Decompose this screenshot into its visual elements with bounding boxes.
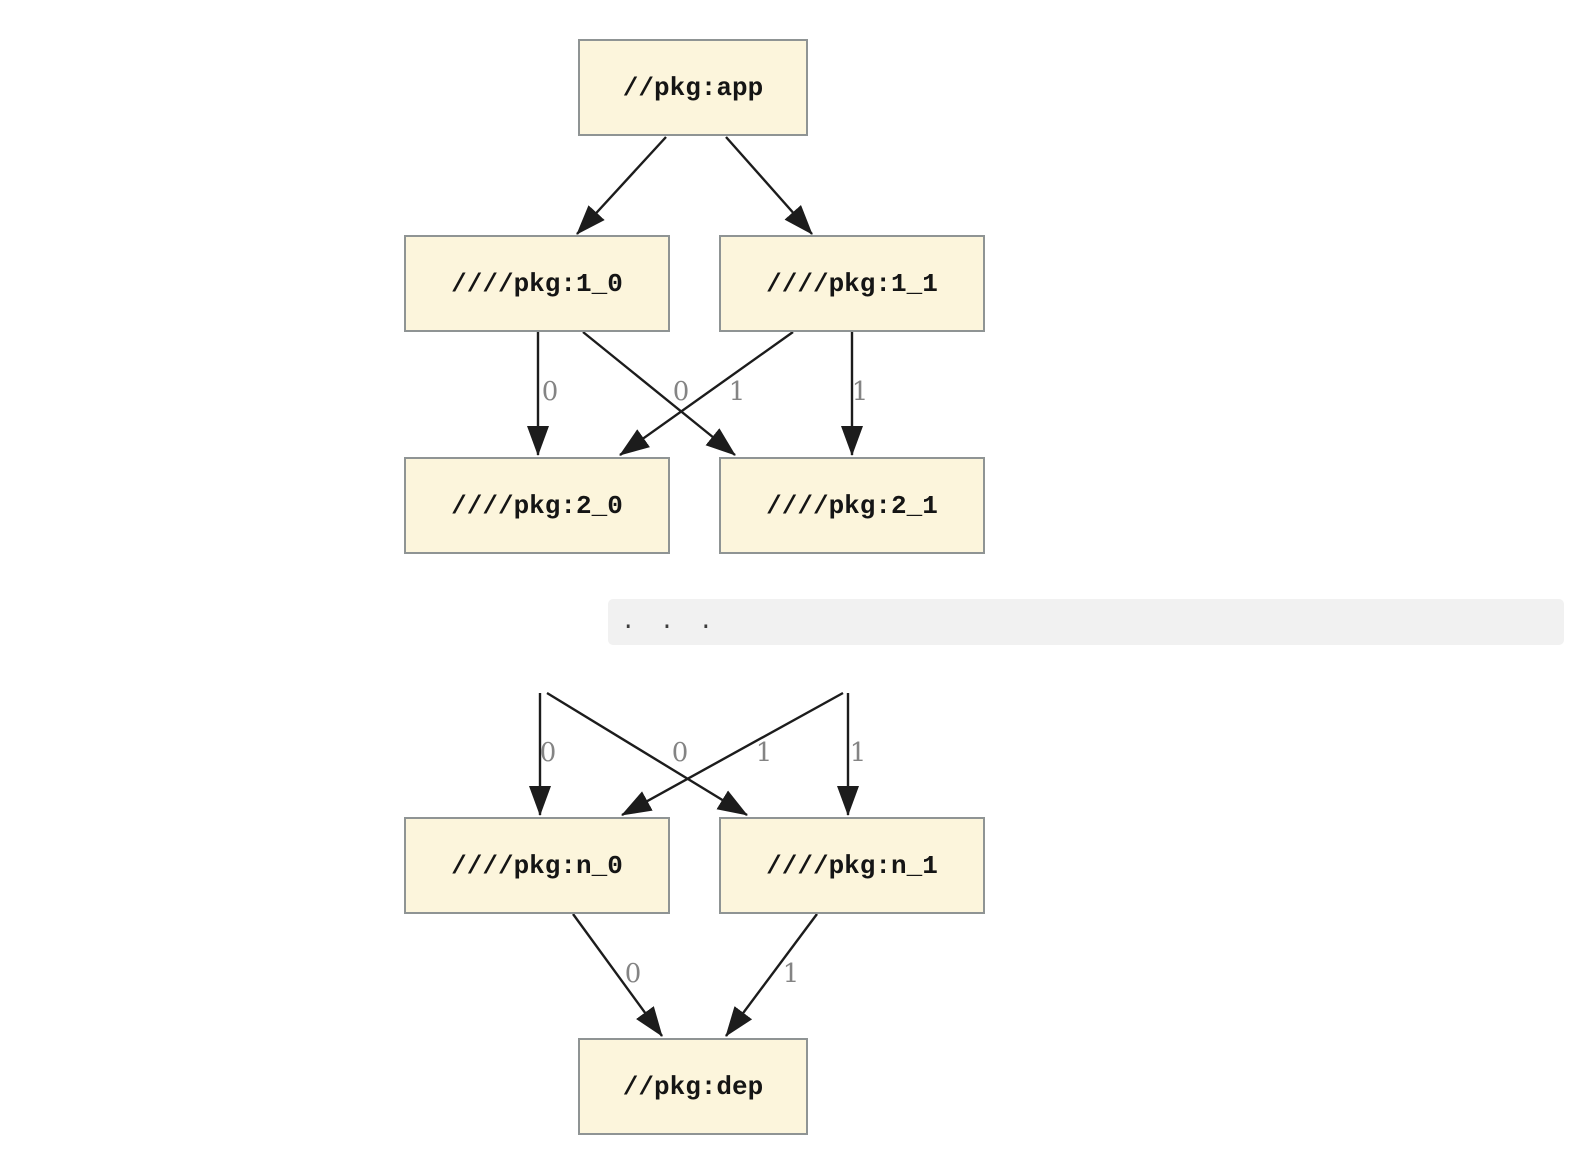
node-pkg-dep: //pkg:dep: [578, 1038, 808, 1135]
edge-label-1_1-to-2_0: 0: [672, 377, 690, 407]
edge-label-n_0-to-dep: 0: [624, 959, 642, 989]
edge-app-to-1_0: [576, 136, 667, 235]
edge-1_0-to-2_1: [582, 331, 736, 456]
edge-dots-to-n_0-cross: [621, 691, 844, 817]
node-pkg-n_0: ////pkg:n_0: [404, 817, 670, 914]
node-pkg-app: //pkg:app: [578, 39, 808, 136]
edge-label-dots-to-n_1-straight: 1: [849, 738, 867, 768]
ellipsis-text: . . .: [621, 608, 719, 636]
node-pkg-n_1: ////pkg:n_1: [719, 817, 985, 914]
edge-n_1-to-dep: [725, 913, 818, 1037]
node-pkg-2_0: ////pkg:2_0: [404, 457, 670, 554]
edge-label-dots-to-n_1-cross: 1: [755, 738, 773, 768]
node-pkg-2_1: ////pkg:2_1: [719, 457, 985, 554]
edge-label-dots-to-n_0-straight: 0: [539, 738, 557, 768]
edge-label-1_1-to-2_1: 1: [851, 377, 869, 407]
edge-n_0-to-dep: [572, 913, 663, 1037]
edge-label-1_0-to-2_1: 1: [728, 377, 746, 407]
edge-dots-to-n_1-cross: [546, 691, 748, 817]
edge-label-1_0-to-2_0: 0: [541, 377, 559, 407]
edge-1_1-to-2_0: [619, 331, 794, 456]
node-pkg-1_1: ////pkg:1_1: [719, 235, 985, 332]
edge-app-to-1_1: [725, 136, 813, 235]
ellipsis-row: . . .: [608, 599, 1564, 645]
edge-label-n_1-to-dep: 1: [782, 959, 800, 989]
node-pkg-1_0: ////pkg:1_0: [404, 235, 670, 332]
edge-label-dots-to-n_0-cross: 0: [671, 738, 689, 768]
